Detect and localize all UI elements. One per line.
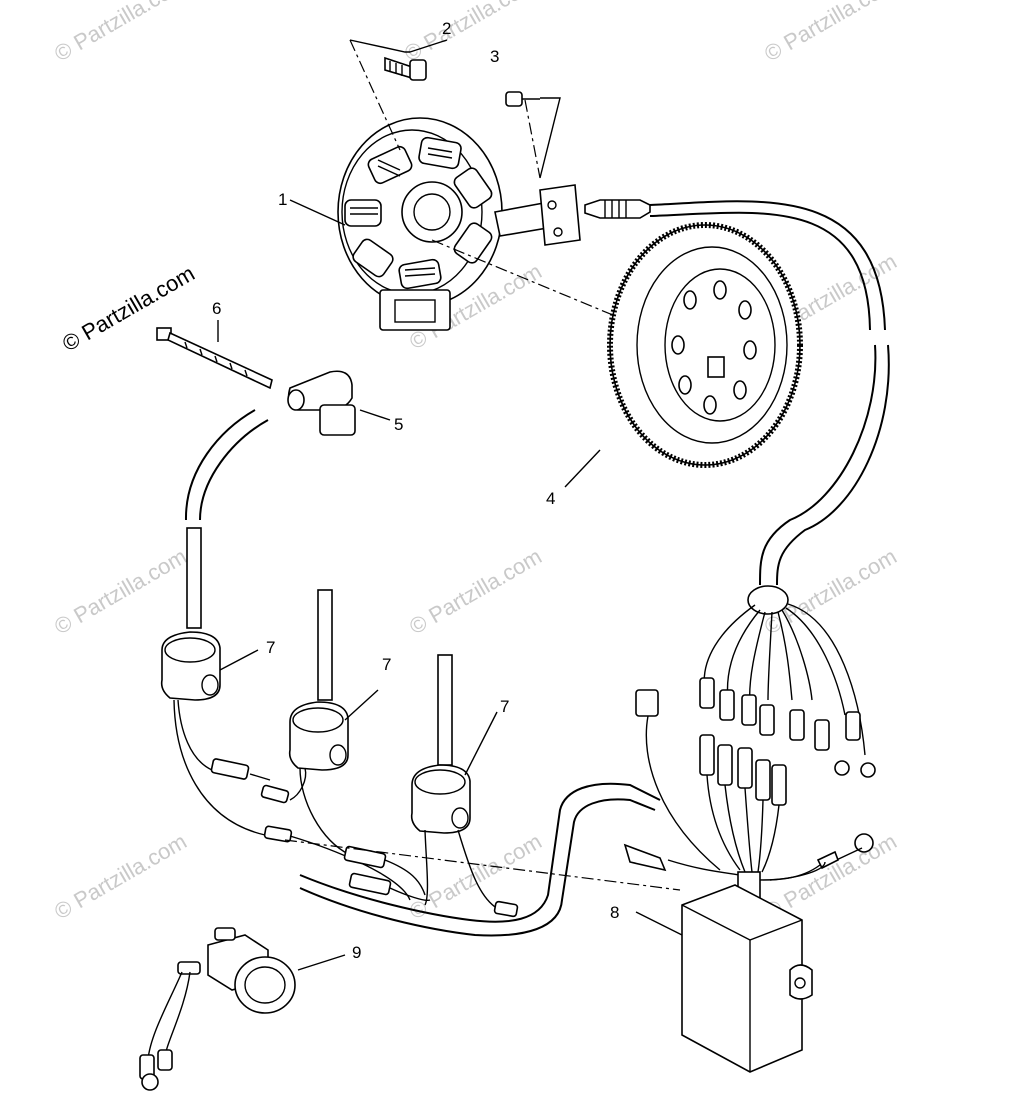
callout-7a: 7 <box>266 638 275 657</box>
watermark: © Partzilla.com <box>50 829 191 925</box>
callout-7c: 7 <box>500 697 509 716</box>
coil-wires <box>173 699 681 918</box>
ht-lead <box>184 409 269 521</box>
solenoid <box>139 927 346 1091</box>
callout-4: 4 <box>546 489 555 508</box>
callout-3: 3 <box>490 47 499 66</box>
watermark: © Partzilla.com <box>50 0 191 66</box>
leaders-top <box>289 39 621 319</box>
spark-plug-cap <box>287 370 391 436</box>
connector-bundle <box>635 603 876 881</box>
ignition-coil-a <box>160 527 259 701</box>
ignition-coil-b <box>288 589 379 771</box>
callout-7b: 7 <box>382 655 391 674</box>
screw-3 <box>505 91 540 107</box>
flywheel <box>564 222 803 488</box>
watermark: © Partzilla.com <box>405 544 546 640</box>
cdi-box <box>635 871 813 1073</box>
bolt-2 <box>384 56 427 81</box>
main-harness <box>649 200 890 615</box>
watermark: © Partzilla.com <box>400 0 541 66</box>
callout-9: 9 <box>352 943 361 962</box>
callout-6: 6 <box>212 299 221 318</box>
callout-2: 2 <box>442 19 451 38</box>
callout-1: 1 <box>278 190 287 209</box>
harness-tube <box>299 782 667 937</box>
callouts: 1 2 3 4 5 6 7 7 7 8 9 <box>212 19 619 962</box>
callout-8: 8 <box>610 903 619 922</box>
stator-assembly <box>337 117 651 331</box>
watermark: © Partzilla.com <box>760 0 901 66</box>
callout-5: 5 <box>394 415 403 434</box>
watermark: © Partzilla.com <box>50 544 191 640</box>
cable-tie <box>156 320 273 390</box>
ignition-coil-c <box>410 654 498 834</box>
